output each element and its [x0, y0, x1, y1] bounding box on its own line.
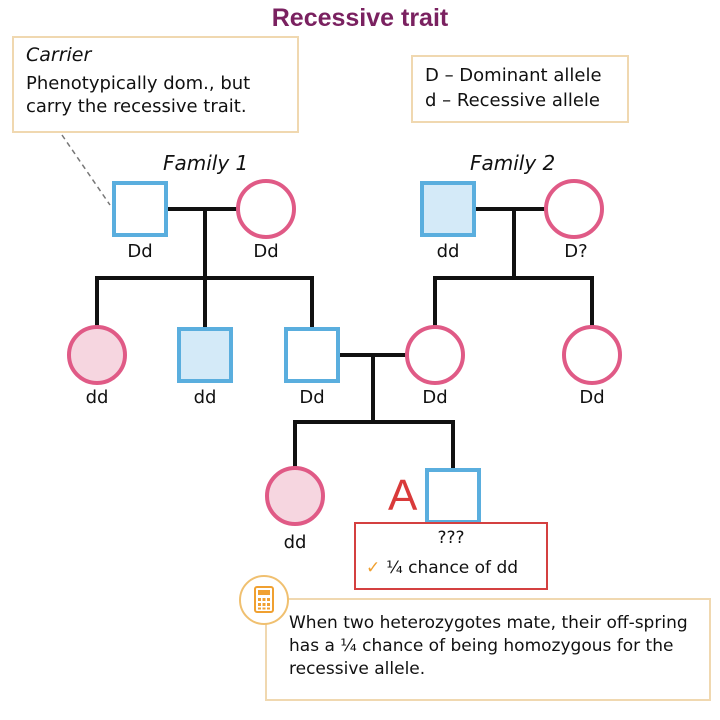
allele-key-box: D – Dominant allele d – Recessive allele [411, 55, 629, 123]
individual-a-marker: A [388, 471, 418, 520]
f1-mother-genotype: Dd [253, 241, 279, 262]
g3-daughter-genotype: dd [283, 532, 307, 553]
carrier-description: Phenotypically dom., but carry the reces… [26, 73, 251, 117]
explanation-text: When two heterozygotes mate, their off-s… [289, 613, 688, 679]
f1-mother-symbol [236, 179, 296, 239]
f1-father-genotype: Dd [127, 241, 153, 262]
family1-label: Family 1 [163, 151, 249, 175]
figure-title: Recessive trait [271, 4, 449, 32]
answer-box: ??? ✓¼ chance of dd [354, 522, 548, 590]
f2-mother-symbol [544, 179, 604, 239]
f1-father-symbol [112, 181, 168, 237]
carrier-heading: Carrier [26, 44, 92, 66]
carrier-note-box: Carrier Phenotypically dom., but carry t… [12, 36, 299, 133]
g2-son-affected-symbol [177, 327, 233, 383]
family2-label: Family 2 [470, 151, 556, 175]
g3-daughter-affected-symbol [265, 466, 325, 526]
checkmark-icon: ✓ [366, 558, 381, 578]
calculator-icon [239, 575, 289, 625]
connector-lines [95, 207, 594, 472]
g2-son-genotype: dd [193, 387, 217, 408]
g2-daughter-affected-symbol [67, 325, 127, 385]
carrier-pointer-line [61, 134, 111, 206]
g2-daughter-f2-genotype: Dd [579, 387, 605, 408]
unknown-genotype: ??? [437, 528, 465, 548]
f2-father-symbol [420, 181, 476, 237]
g2-daughter-genotype: dd [85, 387, 109, 408]
g2-son-carrier-symbol [284, 327, 340, 383]
explanation-box: When two heterozygotes mate, their off-s… [265, 598, 711, 701]
dominant-allele-label: D – Dominant allele [425, 65, 602, 86]
f2-mother-genotype: D? [564, 241, 588, 262]
answer-line: ✓¼ chance of dd [366, 558, 518, 578]
g2-daughter-f2-symbol [562, 325, 622, 385]
recessive-allele-label: d – Recessive allele [425, 90, 600, 111]
g2-son-married-genotype: Dd [299, 387, 325, 408]
f2-father-genotype: dd [436, 241, 460, 262]
g2-daughter-carrier-symbol [405, 325, 465, 385]
answer-text: ¼ chance of dd [386, 558, 519, 578]
g2-daughter-married-genotype: Dd [422, 387, 448, 408]
g3-son-unknown-symbol [425, 468, 481, 524]
